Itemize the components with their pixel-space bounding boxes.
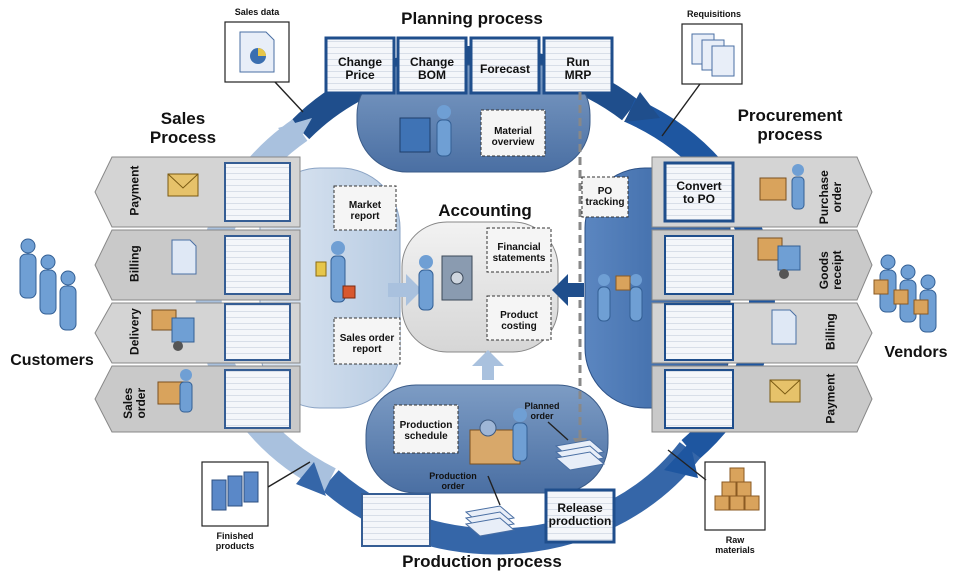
procurement-process-title: Procurement process: [737, 106, 843, 144]
requisition-documents-icon: [691, 33, 735, 77]
purchase-order-cart-icon: [759, 164, 805, 210]
market-report-box[interactable]: Market report: [348, 200, 382, 222]
report-boxes: [333, 109, 629, 454]
po-tracking-box[interactable]: PO tracking: [585, 186, 625, 208]
sales-row-billing[interactable]: Billing: [127, 245, 142, 282]
vendors-label: Vendors: [884, 344, 948, 361]
production-order-screen: [361, 493, 431, 547]
planned-order-papers-icon: [554, 439, 606, 471]
procurement-row-payment[interactable]: Payment: [823, 373, 838, 424]
callout-leaders: [267, 81, 707, 506]
sales-screens: [224, 162, 291, 429]
procurement-row-billing[interactable]: Billing: [823, 313, 838, 350]
financial-statements-box[interactable]: Financial statements: [492, 242, 546, 264]
run-mrp-tile[interactable]: Run MRP: [564, 55, 592, 83]
sales-row-delivery[interactable]: Delivery: [127, 308, 142, 355]
sales-row-sales-order[interactable]: Sales order: [120, 387, 148, 419]
sales-order-report-box[interactable]: Sales order report: [339, 333, 395, 355]
production-process-title: Production process: [402, 552, 562, 571]
payment-envelope-icon: [167, 173, 199, 197]
vendors-people-icon: [873, 254, 937, 333]
goods-receipt-forklift-icon: [757, 237, 801, 279]
arrow-sales-to-accounting: [388, 274, 422, 306]
planned-order-label: Planned order: [524, 401, 560, 421]
raw-materials-icon: [714, 467, 760, 511]
production-order-papers-icon: [464, 505, 516, 537]
procurement-row-goods-receipt[interactable]: Goods receipt: [816, 250, 844, 290]
planning-tiles: [324, 36, 614, 95]
change-price-tile[interactable]: Change Price: [337, 55, 382, 83]
procurement-people-icon: [597, 274, 643, 322]
arrow-procurement-to-accounting: [552, 274, 584, 306]
production-schedule-box[interactable]: Production schedule: [399, 420, 453, 442]
sales-data-document-icon: [239, 31, 275, 73]
raw-materials-label: Raw materials: [715, 535, 755, 555]
sales-data-label: Sales data: [234, 7, 280, 17]
change-bom-tile[interactable]: Change BOM: [409, 55, 454, 83]
sales-order-cart-icon: [157, 369, 193, 413]
accounting-title: Accounting: [438, 201, 532, 220]
billing-document-icon: [171, 239, 197, 275]
delivery-forklift-icon: [151, 309, 195, 351]
requisitions-label: Requisitions: [686, 9, 741, 19]
finished-products-label: Finished products: [215, 531, 255, 551]
customers-label: Customers: [10, 352, 94, 369]
vendor-payment-envelope-icon: [769, 379, 801, 403]
sales-process-title: Sales Process: [149, 109, 217, 147]
finished-products-icon: [211, 471, 259, 511]
sales-row-payment[interactable]: Payment: [127, 165, 142, 216]
vendor-billing-document-icon: [771, 309, 797, 345]
sales-person-icon: [315, 241, 356, 303]
procurement-row-purchase-order[interactable]: Purchase order: [816, 170, 844, 225]
release-production-screen: [544, 488, 616, 544]
planner-person-icon: [399, 105, 452, 157]
arrow-production-to-accounting: [472, 350, 504, 380]
accountant-person-icon: [418, 255, 473, 311]
material-overview-box[interactable]: Material overview: [491, 126, 535, 148]
forecast-tile[interactable]: Forecast: [479, 62, 531, 76]
planning-process-title: Planning process: [401, 9, 543, 28]
procurement-screens: [663, 161, 735, 429]
production-order-label: Production order: [429, 471, 477, 491]
release-production-tile[interactable]: Release production: [548, 501, 612, 529]
convert-to-po-tile[interactable]: Convert to PO: [676, 179, 722, 207]
production-machine-icon: [469, 408, 528, 465]
customers-people-icon: [19, 238, 77, 331]
product-costing-box[interactable]: Product costing: [500, 310, 538, 332]
